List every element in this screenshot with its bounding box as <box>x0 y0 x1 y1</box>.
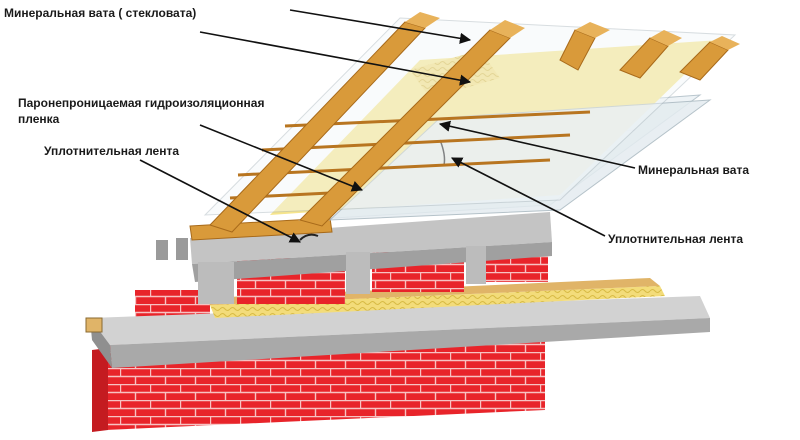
arrow-top <box>289 9 472 44</box>
arrow-mineral-right <box>438 120 636 169</box>
label-vapor-film-line2: пленка <box>18 112 60 126</box>
arrow-vapor-film <box>199 124 364 192</box>
arrow-seal-left <box>139 159 301 243</box>
concrete-ring-beam <box>156 212 552 304</box>
label-mineral-wool-glass: Минеральная вата ( стекловата) <box>4 6 197 20</box>
annotation-arrows <box>139 9 636 243</box>
arrow-seal-right <box>451 157 606 237</box>
wall-plate-beam <box>189 217 333 241</box>
sealing-tape-eaves <box>299 233 319 241</box>
label-sealing-tape-right: Уплотнительная лента <box>608 232 743 246</box>
arrow-mineral-glass <box>199 31 472 86</box>
label-mineral-wool-right: Минеральная вата <box>638 163 749 177</box>
label-sealing-tape-left: Уплотнительная лента <box>44 144 179 158</box>
concrete-floor-slab <box>85 296 710 368</box>
label-vapor-film-line1: Паронепроницаемая гидроизоляционная <box>18 96 265 110</box>
